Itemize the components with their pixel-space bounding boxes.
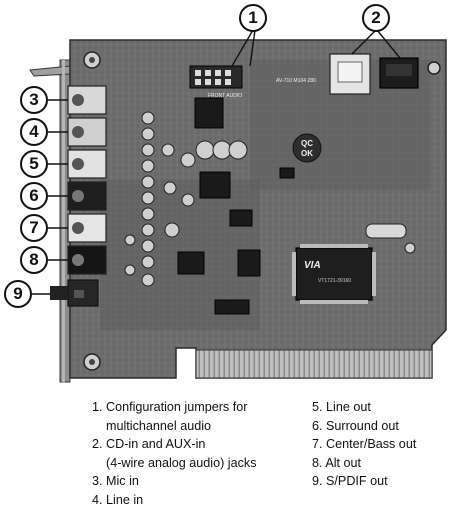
legend-item: 6Surround out — [312, 417, 416, 436]
legend-item: 7Center/Bass out — [312, 435, 416, 454]
legend-item: 2CD-in and AUX-in — [92, 435, 257, 454]
legend-item-continuation: multichannel audio — [106, 418, 212, 433]
legend-item: 8Alt out — [312, 454, 416, 473]
legend-item: 3Mic in — [92, 472, 257, 491]
chip-model-text: VT1721-39160 — [318, 278, 351, 284]
front-audio-label: FRONT AUDIO — [208, 93, 242, 99]
circuit-board — [69, 39, 447, 379]
callout-7: 7 — [20, 214, 48, 242]
ok-text: OK — [301, 149, 313, 158]
legend-item: 4Line in — [92, 491, 257, 510]
qc-text: QC — [301, 139, 313, 148]
callout-2: 2 — [362, 4, 390, 32]
legend-item: 1Configuration jumpers for — [92, 398, 257, 417]
configuration-jumpers — [189, 65, 243, 89]
qc-sticker: QC OK — [292, 133, 322, 163]
capacitors — [124, 111, 248, 287]
callout-5: 5 — [20, 150, 48, 178]
legend-item: 5Line out — [312, 398, 416, 417]
legend-item: 9S/PDIF out — [312, 472, 416, 491]
small-chips — [177, 97, 295, 315]
callout-3: 3 — [20, 86, 48, 114]
callout-9: 9 — [4, 280, 32, 308]
audio-jacks — [50, 85, 107, 307]
legend-left: 1Configuration jumpers for multichannel … — [92, 398, 257, 510]
via-codec-chip: VIA VT1721-39160 — [292, 244, 376, 304]
callout-1: 1 — [239, 4, 267, 32]
chip-brand-text: VIA — [304, 260, 321, 271]
legend-item-continuation: (4-wire analog audio) jacks — [106, 455, 257, 470]
legend-right: 5Line out 6Surround out 7Center/Bass out… — [312, 398, 416, 491]
cd-aux-connectors — [329, 53, 419, 95]
callout-8: 8 — [20, 246, 48, 274]
pci-edge-connector — [195, 349, 433, 379]
crystal — [365, 223, 407, 239]
callout-6: 6 — [20, 182, 48, 210]
leader-lines — [32, 29, 401, 295]
callout-4: 4 — [20, 118, 48, 146]
board-model-label: AV-710 M104 Z80 — [276, 78, 316, 84]
